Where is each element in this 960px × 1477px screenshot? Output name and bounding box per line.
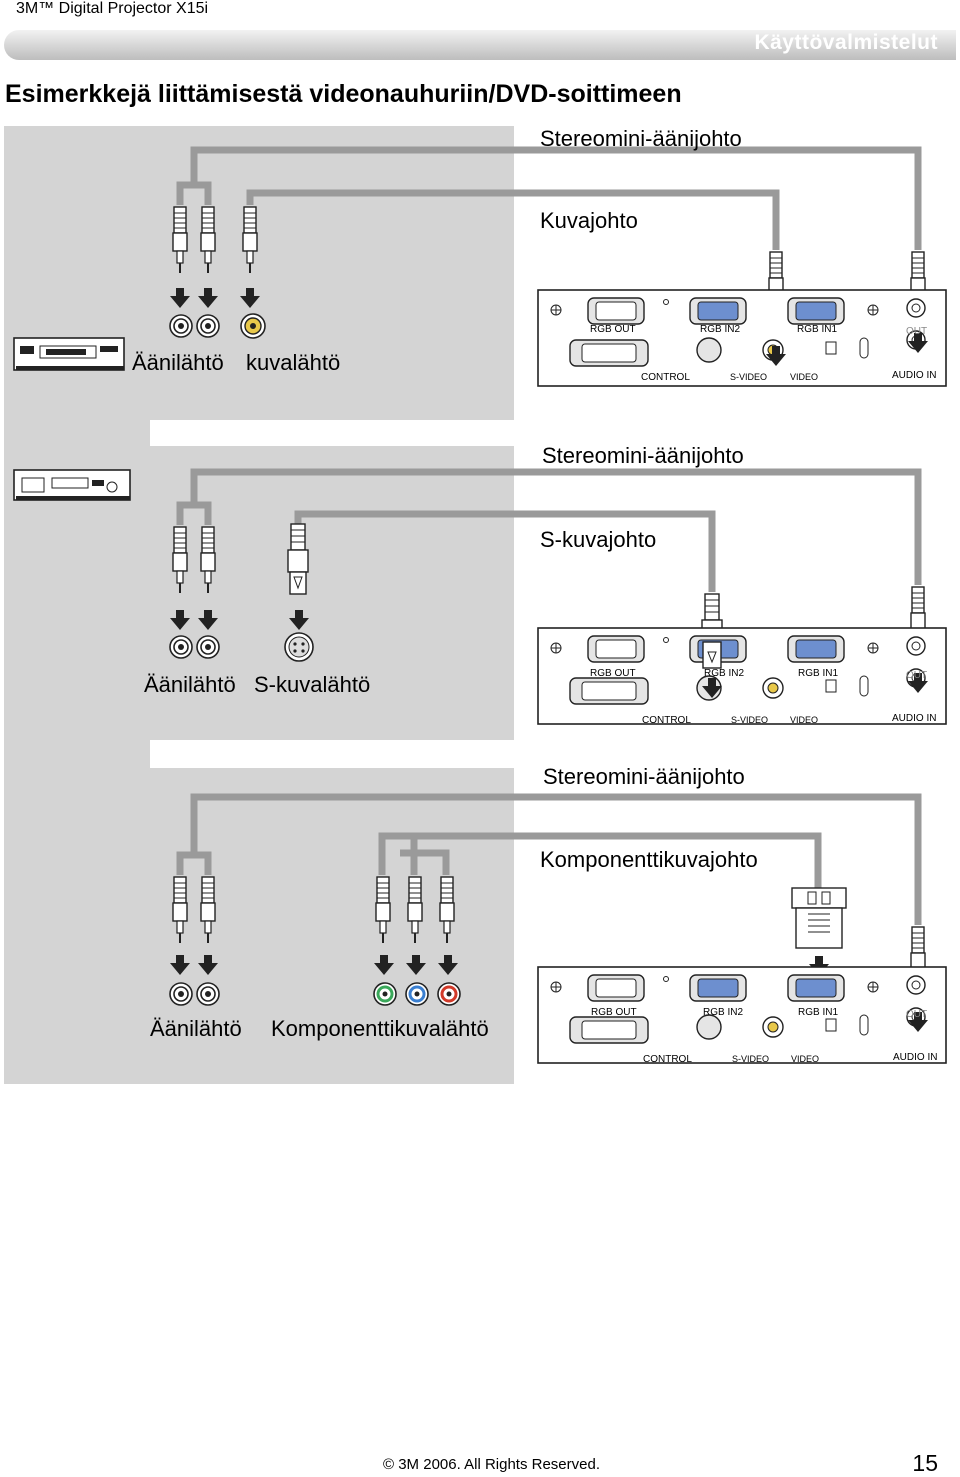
audio-jack (196, 314, 220, 338)
source-label-audio: Äänilähtö (150, 1016, 242, 1041)
source-label-video: S-kuvalähtö (254, 672, 370, 697)
d-sub-connector (791, 887, 847, 949)
cable-label-audio: Stereomini-äänijohto (540, 126, 742, 151)
panel-label-s-video: S-VIDEO (732, 1054, 769, 1064)
panel-label-rgb-in2: RGB IN2 (703, 1007, 743, 1018)
panel-label-out: OUT (906, 1009, 927, 1020)
panel-label-video: VIDEO (790, 372, 818, 382)
diagram-background (4, 126, 514, 420)
panel-label-control: CONTROL (642, 715, 691, 726)
panel-label-control: CONTROL (641, 372, 690, 383)
audio-jack (169, 635, 193, 659)
s-video-cable (294, 510, 716, 592)
stereo-mini-cable (176, 468, 922, 585)
panel-label-rgb-in2: RGB IN2 (704, 668, 744, 679)
component-jack-green (373, 982, 397, 1006)
diagram-2: RGB OUT RGB IN2 RGB IN1 OUT CONTROL S-VI… (13, 443, 947, 726)
section-title: Käyttövalmistelut (754, 31, 938, 54)
section-header-bar (4, 30, 956, 60)
panel-label-video: VIDEO (791, 1054, 819, 1064)
diagram-background (4, 420, 150, 446)
s-video-plug (287, 523, 309, 595)
panel-label-rgb-out: RGB OUT (590, 668, 636, 679)
panel-label-rgb-in1: RGB IN1 (797, 324, 837, 335)
cable-label-video: Kuvajohto (540, 208, 638, 233)
panel-label-rgb-out: RGB OUT (591, 1007, 637, 1018)
source-label-video: Komponenttikuvalähtö (271, 1016, 489, 1041)
s-video-plug-head (702, 641, 722, 669)
s-video-jack (284, 632, 314, 662)
video-jack (240, 313, 266, 339)
cable-label-audio: Stereomini-äänijohto (542, 443, 744, 468)
page-number: 15 (912, 1450, 938, 1476)
panel-label-audio-in: AUDIO IN (893, 1052, 937, 1063)
video-cable (246, 189, 780, 250)
component-cable (378, 832, 822, 890)
source-label-audio: Äänilähtö (144, 672, 236, 697)
audio-jack (169, 982, 193, 1006)
audio-jack (196, 635, 220, 659)
diagram-3: RGB OUT RGB IN2 RGB IN1 OUT CONTROL S-VI… (150, 764, 947, 1065)
document-title: 3M™ Digital Projector X15i (16, 0, 209, 17)
panel-label-rgb-out: RGB OUT (590, 324, 636, 335)
diagram-background (4, 768, 514, 1084)
vcr-device-icon (13, 337, 125, 371)
panel-label-audio-in: AUDIO IN (892, 713, 936, 724)
panel-label-rgb-in2: RGB IN2 (700, 324, 740, 335)
diagram-background (4, 740, 150, 768)
dvd-device-icon (13, 469, 131, 501)
panel-label-s-video: S-VIDEO (730, 372, 767, 382)
cable-label-audio: Stereomini-äänijohto (543, 764, 745, 789)
copyright-footer: © 3M 2006. All Rights Reserved. (383, 1456, 600, 1473)
source-label-audio: Äänilähtö (132, 350, 224, 375)
cable-label-video: Komponenttikuvajohto (540, 847, 758, 872)
stereo-mini-cable (176, 793, 922, 925)
audio-jack (169, 314, 193, 338)
panel-label-video: VIDEO (790, 715, 818, 725)
panel-label-rgb-in1: RGB IN1 (798, 668, 838, 679)
panel-label-rgb-in1: RGB IN1 (798, 1007, 838, 1018)
audio-jack (196, 982, 220, 1006)
component-jack-blue (405, 982, 429, 1006)
diagram-1: RGB OUT RGB IN2 RGB IN1 OUT CONTROL S-VI… (13, 126, 947, 387)
panel-label-out: OUT (906, 670, 927, 681)
page-heading: Esimerkkejä liittämisestä videonauhuriin… (5, 80, 682, 108)
stereo-mini-cable (176, 146, 922, 250)
component-jack-red (437, 982, 461, 1006)
source-label-video: kuvalähtö (246, 350, 340, 375)
panel-label-audio-in: AUDIO IN (892, 370, 936, 381)
panel-label-out: OUT (906, 326, 927, 337)
panel-label-s-video: S-VIDEO (731, 715, 768, 725)
cable-label-video: S-kuvajohto (540, 527, 656, 552)
panel-label-control: CONTROL (643, 1054, 692, 1065)
